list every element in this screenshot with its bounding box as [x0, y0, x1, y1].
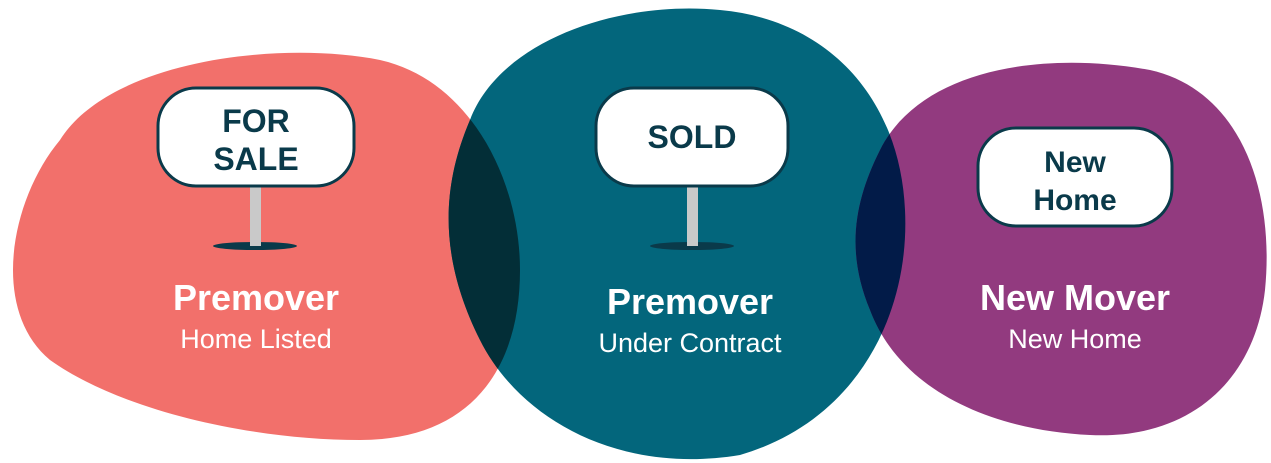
sign-line-2: Home: [1033, 184, 1116, 217]
sign-line-1: SOLD: [648, 119, 737, 155]
sign-board: [156, 86, 356, 188]
sign-line-1: New: [1044, 146, 1106, 179]
purple-blob: [855, 62, 1267, 436]
stage-subtitle: Home Listed: [180, 324, 332, 354]
stage-title: New Mover: [980, 277, 1170, 318]
stage-new-mover: New Home New Mover New Home: [976, 126, 1174, 354]
sign-post: [687, 186, 698, 246]
sign-board: [594, 86, 790, 188]
stage-subtitle: New Home: [1008, 324, 1142, 354]
stage-subtitle: Under Contract: [598, 328, 782, 358]
stage-premover-listed: FOR SALE Premover Home Listed: [156, 86, 356, 354]
stage-title: Premover: [173, 277, 339, 318]
sign-line-2: SALE: [213, 141, 298, 177]
sign-post: [250, 186, 261, 246]
stage-premover-contract: SOLD Premover Under Contract: [594, 86, 790, 358]
stage-title: Premover: [607, 281, 773, 322]
sign-board: [976, 126, 1174, 228]
sign-line-1: FOR: [222, 103, 290, 139]
